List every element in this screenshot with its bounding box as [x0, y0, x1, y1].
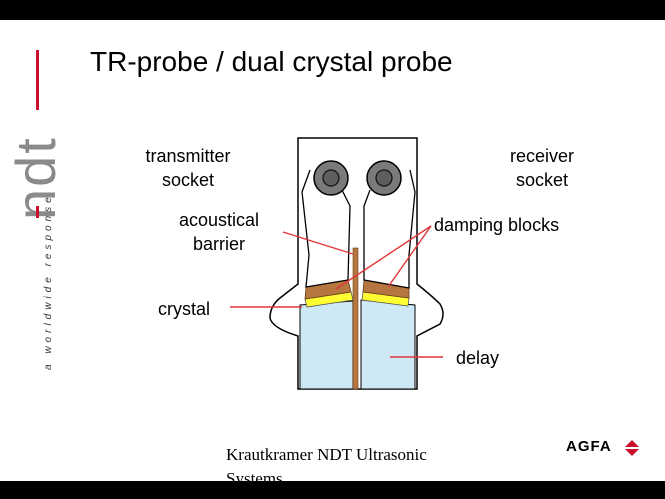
- agfa-rhombus-icon: [622, 440, 640, 456]
- brand-red-line-middle: [36, 206, 39, 218]
- leader-damping-left: [335, 225, 432, 290]
- cable-channel-left: [301, 169, 351, 288]
- label-delay: delay: [456, 348, 500, 368]
- agfa-logo-text: AGFA: [566, 438, 612, 455]
- label-transmitter-socket: transmitter socket: [145, 146, 231, 190]
- label-damping-blocks: damping blocks: [434, 215, 560, 235]
- brand-red-line-top: [36, 50, 39, 110]
- cable-channel-right: [363, 169, 416, 289]
- label-crystal: crystal: [158, 299, 211, 319]
- leader-acoustical-barrier: [282, 231, 354, 255]
- transmitter-socket-pin: [322, 169, 340, 187]
- brand-sidebar: ndt a worldwide response: [0, 20, 70, 460]
- top-bar: [0, 0, 665, 20]
- delay-block-right: [360, 299, 416, 390]
- acoustical-barrier: [352, 247, 359, 390]
- slide-title: TR-probe / dual crystal probe: [90, 46, 453, 77]
- agfa-logo: AGFA: [566, 436, 640, 460]
- receiver-socket-pin: [375, 169, 393, 187]
- bottom-bar: [0, 481, 665, 499]
- label-acoustical-barrier: acoustical barrier: [178, 210, 260, 254]
- delay-block-left: [299, 300, 354, 390]
- label-receiver-socket: receiver socket: [509, 146, 575, 190]
- leader-damping-right: [387, 225, 432, 288]
